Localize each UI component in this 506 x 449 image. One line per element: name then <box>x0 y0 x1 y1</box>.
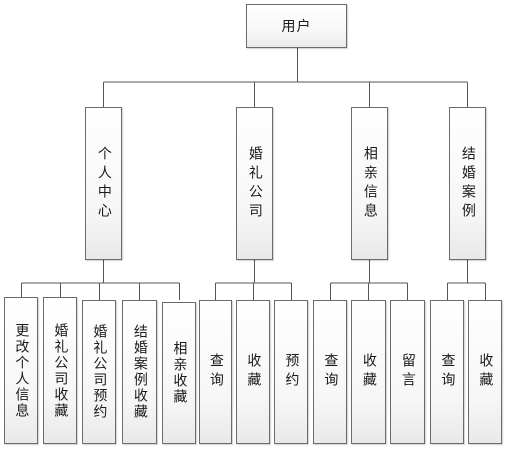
leaf-node-dating-favorites: 相亲收藏 <box>162 302 196 444</box>
root-node: 用户 <box>246 4 347 48</box>
leaf-label: 查询 <box>439 353 456 391</box>
leaf-label: 相亲收藏 <box>171 341 188 405</box>
leaf-node-case-search: 查询 <box>430 300 464 444</box>
leaf-label: 结婚案例收藏 <box>131 324 148 420</box>
branch-node-dating-info: 相亲信息 <box>351 107 388 260</box>
leaf-node-dating-search: 查询 <box>313 300 347 444</box>
leaf-node-dating-favorite: 收藏 <box>351 300 386 444</box>
branch-node-personal-center: 个人中心 <box>85 107 122 260</box>
leaf-node-case-favorites: 结婚案例收藏 <box>122 300 157 444</box>
branch-label: 相亲信息 <box>361 145 378 222</box>
leaf-label: 留言 <box>399 353 416 391</box>
leaf-node-company-favorites: 婚礼公司收藏 <box>43 297 77 444</box>
branch-label: 婚礼公司 <box>246 145 263 222</box>
leaf-node-case-favorite: 收藏 <box>468 300 502 444</box>
leaf-label: 婚礼公司预约 <box>91 324 108 420</box>
leaf-label: 婚礼公司收藏 <box>52 322 69 419</box>
branch-node-wedding-company: 婚礼公司 <box>236 107 273 260</box>
leaf-node-edit-profile: 更改个人信息 <box>4 297 38 444</box>
leaf-node-company-favorite: 收藏 <box>236 300 270 444</box>
leaf-node-dating-message: 留言 <box>390 300 425 444</box>
leaf-label: 预约 <box>283 353 300 391</box>
branch-label: 个人中心 <box>95 145 112 222</box>
leaf-label: 收藏 <box>245 353 262 391</box>
leaf-label: 更改个人信息 <box>13 322 30 419</box>
leaf-node-company-search: 查询 <box>199 300 232 444</box>
leaf-label: 收藏 <box>477 353 494 391</box>
leaf-node-company-reserve: 预约 <box>274 300 308 444</box>
leaf-node-company-booking: 婚礼公司预约 <box>82 300 116 444</box>
leaf-label: 查询 <box>207 353 224 391</box>
branch-node-wedding-cases: 结婚案例 <box>449 107 486 260</box>
leaf-label: 收藏 <box>360 353 377 391</box>
root-label: 用户 <box>281 19 312 35</box>
leaf-label: 查询 <box>322 353 339 391</box>
branch-label: 结婚案例 <box>459 145 476 222</box>
